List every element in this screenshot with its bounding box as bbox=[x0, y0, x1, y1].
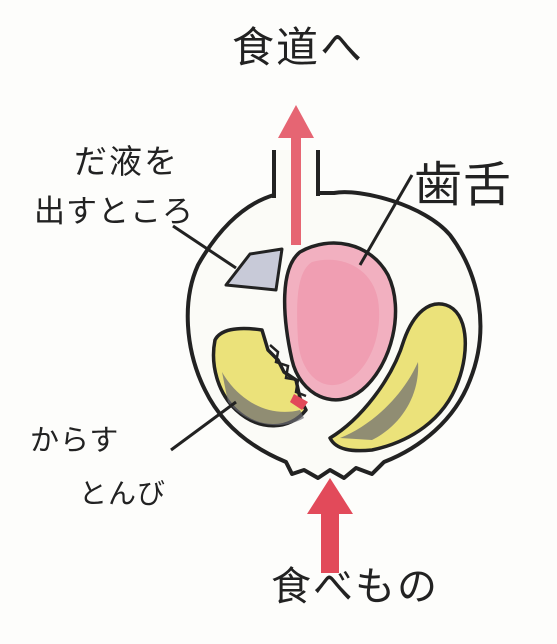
label-to-esophagus: 食道へ bbox=[232, 26, 364, 70]
label-saliva-line1: だ液を bbox=[74, 145, 179, 180]
label-radula: 歯舌 bbox=[414, 160, 512, 210]
pointer-jaw bbox=[171, 402, 236, 450]
label-saliva-line2: 出すところ bbox=[34, 196, 194, 229]
label-food: 食べもの bbox=[271, 566, 439, 608]
label-beak-line2: とんび bbox=[79, 479, 166, 508]
label-beak-line1: からす bbox=[30, 425, 119, 455]
food-arrow bbox=[307, 478, 353, 573]
